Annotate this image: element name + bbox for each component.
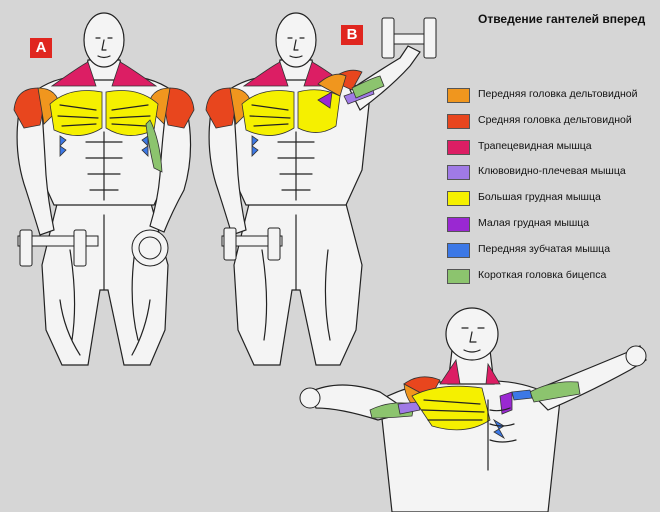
- figure-b: [205, 12, 437, 366]
- legend-swatch: [447, 165, 470, 181]
- figure-c: [299, 307, 647, 512]
- legend-label: Большая грудная мышца: [478, 191, 601, 204]
- legend-label: Передняя головка дельтовидной: [478, 88, 638, 100]
- legend-swatch: [447, 113, 470, 129]
- legend-label: Трапецевидная мышца: [478, 139, 592, 152]
- legend-label: Короткая головка бицепса: [478, 268, 607, 281]
- legend-swatch: [447, 216, 470, 232]
- legend-label: Передняя зубчатая мышца: [478, 242, 611, 255]
- diagram-title: Отведение гантелей вперед: [478, 12, 646, 26]
- figure-b-badge: B: [341, 25, 363, 45]
- legend-swatch: [447, 191, 470, 207]
- figure-a: [13, 12, 195, 366]
- legend-swatch: [447, 242, 470, 258]
- legend-swatch: [447, 139, 470, 155]
- legend-label: Средняя головка дельтовидной: [478, 113, 632, 126]
- legend-swatch: [447, 88, 470, 103]
- legend-label: Клювовидно-плечевая мышца: [478, 165, 626, 178]
- legend-label: Малая грудная мышца: [478, 216, 590, 229]
- figure-a-badge: A: [30, 38, 52, 58]
- legend-swatch: [447, 268, 470, 284]
